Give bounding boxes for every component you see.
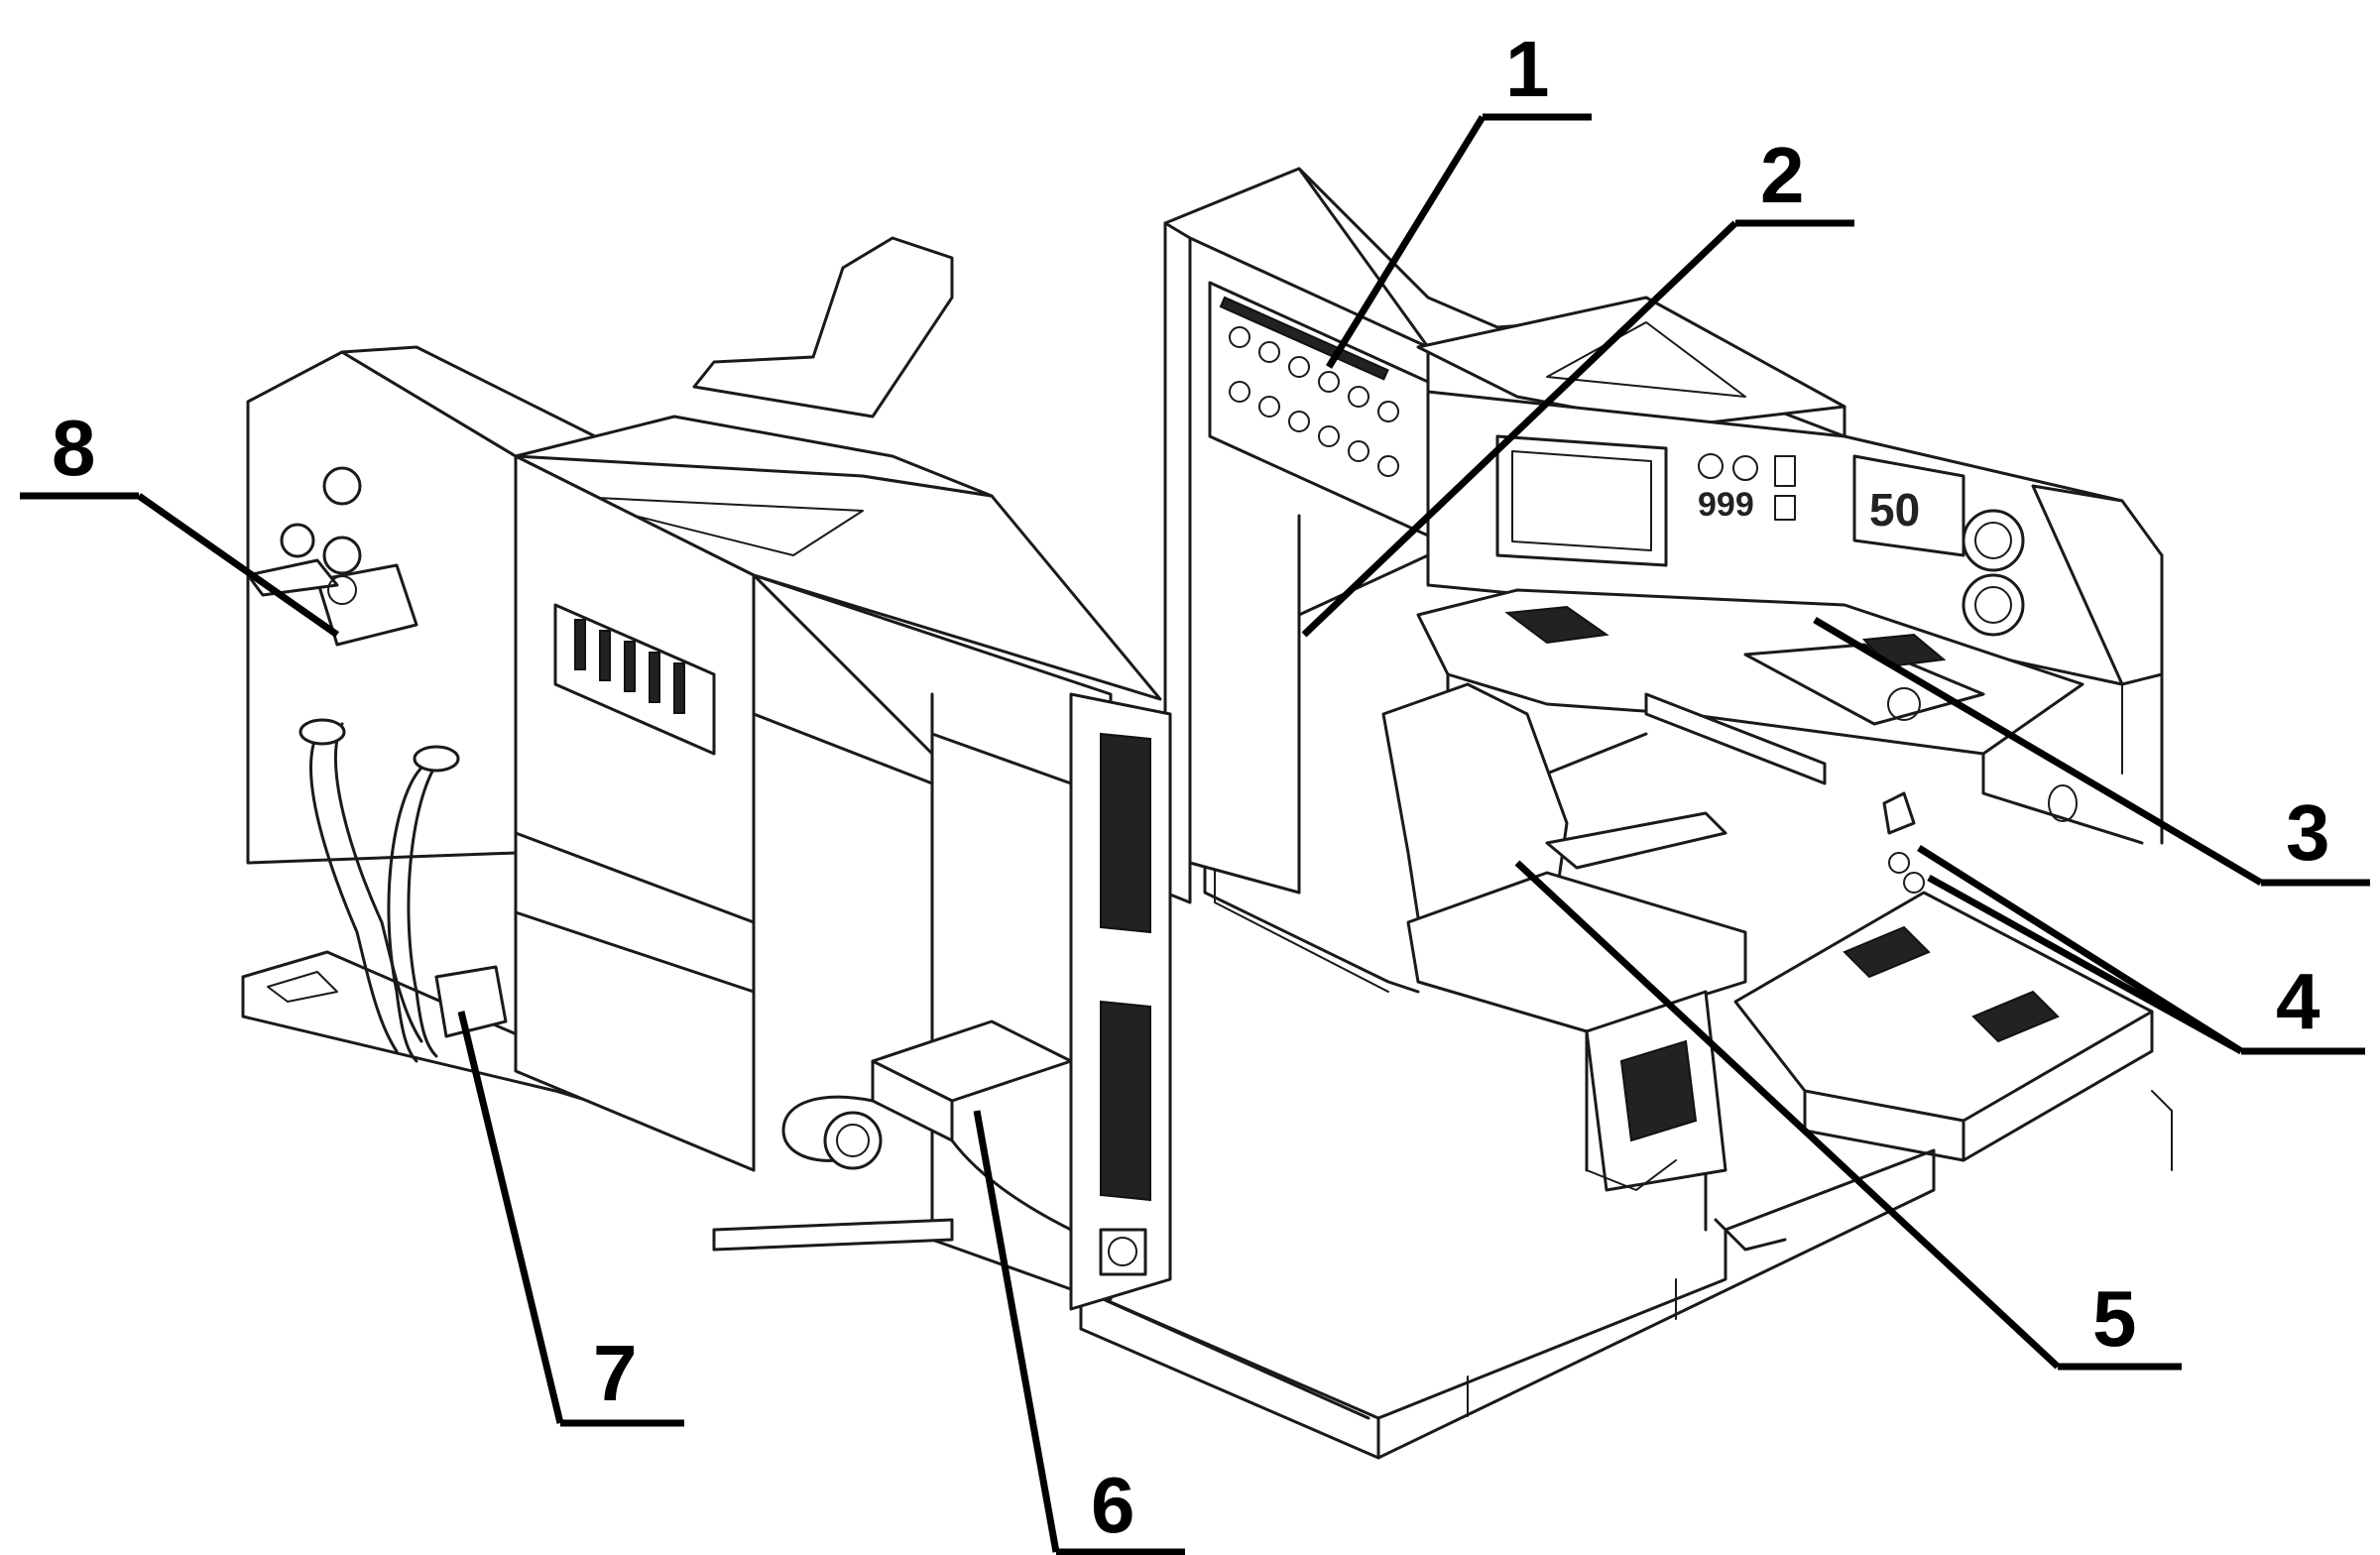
- floor-plate: [1733, 891, 2154, 1123]
- pipe-1: [309, 732, 399, 1053]
- left-front-frame: [514, 454, 756, 1172]
- port-3: [322, 536, 362, 575]
- svg-text:50: 50: [1869, 484, 1920, 536]
- callout-7: 7: [593, 1329, 638, 1417]
- leader-4b: [1927, 874, 2243, 1055]
- leader-7: [457, 1011, 564, 1424]
- desk-panel-3: [1743, 643, 1985, 726]
- cabinet-side: [930, 732, 1073, 1291]
- callout-5: 5: [2092, 1274, 2137, 1363]
- leader-lines: [20, 113, 2370, 1555]
- leader-8: [136, 493, 340, 638]
- drain-pipe: [712, 1218, 954, 1252]
- cabinet-fan: [1099, 1228, 1147, 1276]
- side-switches: [1219, 296, 1399, 477]
- right-console-unit: 50 999: [1079, 167, 2173, 1460]
- cabinet-vents: [1100, 732, 1151, 1202]
- svg-text:999: 999: [1698, 486, 1754, 524]
- callout-6: 6: [1091, 1461, 1135, 1549]
- callout-4: 4: [2276, 957, 2320, 1045]
- gauge-2: [1962, 573, 2025, 637]
- leader-1: [1326, 115, 1486, 369]
- floor-vent-2: [1971, 990, 2060, 1043]
- pedal-bracket: [1882, 791, 1916, 835]
- callout-2: 2: [1760, 131, 1805, 219]
- callout-8: 8: [52, 404, 96, 492]
- panel-buttons: 999: [1698, 453, 1796, 524]
- callout-3: 3: [2286, 788, 2330, 877]
- seat-armrest: [1545, 811, 1727, 870]
- gauge-1: [1962, 509, 2025, 572]
- leader-2: [1301, 220, 1738, 638]
- pipe-flange-7: [434, 965, 508, 1038]
- leader-6: [973, 1110, 1060, 1553]
- junction-box: [315, 563, 418, 647]
- top-seat: [692, 236, 954, 419]
- callout-1: 1: [1505, 25, 1550, 113]
- pipe-2: [387, 762, 428, 1063]
- display-screen: [1495, 434, 1668, 567]
- left-equipment-unit: [241, 236, 1172, 1311]
- leader-4a: [1917, 845, 2243, 1054]
- desk-edge-bar: [1644, 692, 1827, 785]
- floor-vent-1: [1843, 925, 1931, 979]
- desk-grille: [1504, 605, 1609, 645]
- port-1: [322, 466, 362, 506]
- leader-3: [1813, 616, 2263, 887]
- right-base-platform: [1079, 1148, 1936, 1460]
- outlet-pipe: [823, 1111, 883, 1170]
- gauge-cluster-frame: [1852, 454, 1965, 557]
- vent-slats: [574, 619, 685, 714]
- operator-seat-cushion: [1406, 871, 1747, 1033]
- leader-5: [1514, 860, 2061, 1370]
- port-2: [280, 523, 315, 558]
